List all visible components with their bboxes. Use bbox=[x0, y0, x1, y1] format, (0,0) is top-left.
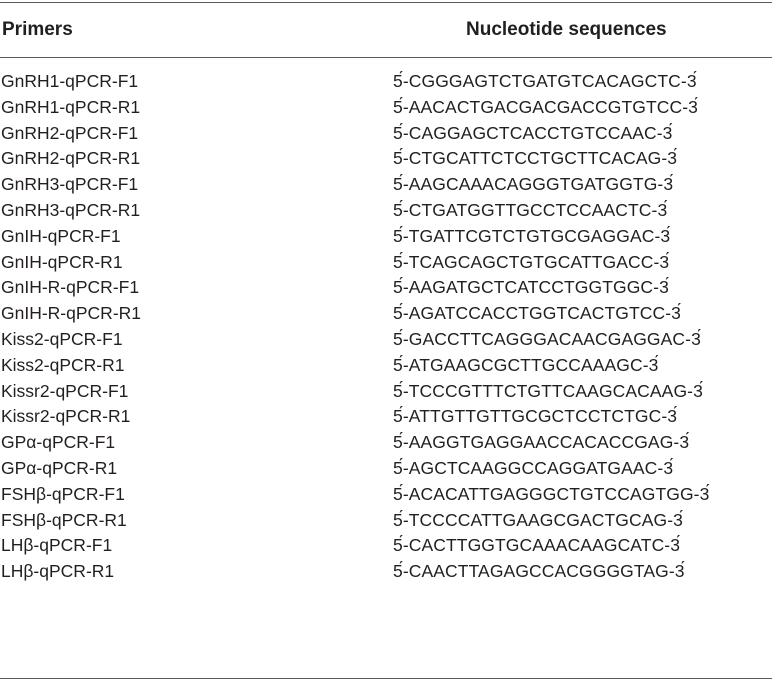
table-row: GnRH2-qPCR-F1 5́-CAGGAGCTCACCTGTCCAAC-3́ bbox=[0, 122, 772, 148]
nucleotide-sequence: 5́-CAGGAGCTCACCTGTCCAAC-3́ bbox=[393, 122, 673, 143]
nucleotide-sequence: 5́-CAACTTAGAGCCACGGGGTAG-3́ bbox=[393, 561, 685, 582]
table-row: GnIH-R-qPCR-F1 5́-AAGATGCTCATCCTGGTGGC-3… bbox=[0, 276, 772, 302]
table-row: GnRH1-qPCR-F1 5́-CGGGAGTCTGATGTCACAGCTC-… bbox=[0, 70, 772, 96]
nucleotide-sequence: 5́-AAGCAAACAGGGTGATGGTG-3́ bbox=[393, 174, 674, 195]
table-row: GnRH1-qPCR-R1 5́-AACACTGACGACGACCGTGTCC-… bbox=[0, 96, 772, 122]
nucleotide-sequence: 5́-ATGAAGCGCTTGCCAAAGC-3́ bbox=[393, 354, 659, 375]
nucleotide-sequence: 5́-AAGGTGAGGAACCACACCGAG-3́ bbox=[393, 432, 690, 453]
primer-name: GnRH2-qPCR-F1 bbox=[1, 122, 139, 143]
primer-name: GnRH1-qPCR-F1 bbox=[1, 71, 139, 91]
table-row: Kissr2-qPCR-R1 5́-ATTGTTGTTGCGCTCCTCTGC-… bbox=[0, 405, 772, 431]
table-row: GnIH-qPCR-F1 5́-TGATTCGTCTGTGCGAGGAC-3́ bbox=[0, 225, 772, 251]
primer-name: GPα-qPCR-R1 bbox=[1, 457, 118, 478]
primer-name: GPα-qPCR-F1 bbox=[1, 432, 116, 453]
table-top-rule bbox=[0, 2, 772, 3]
primer-name: GnIH-qPCR-R1 bbox=[1, 251, 123, 272]
table-row: Kissr2-qPCR-F1 5́-TCCCGTTTCTGTTCAAGCACAA… bbox=[0, 380, 772, 406]
nucleotide-sequence: 5́-CACTTGGTGCAAACAAGCATC-3́ bbox=[393, 535, 681, 556]
primer-name: GnRH3-qPCR-F1 bbox=[1, 174, 139, 195]
nucleotide-sequence: 5́-TGATTCGTCTGTGCGAGGAC-3́ bbox=[393, 225, 671, 246]
table-body: GnRH1-qPCR-F1 5́-CGGGAGTCTGATGTCACAGCTC-… bbox=[0, 70, 772, 586]
table-row: LHβ-qPCR-F1 5́-CACTTGGTGCAAACAAGCATC-3́ bbox=[0, 534, 772, 560]
primer-name: GnRH1-qPCR-R1 bbox=[1, 96, 141, 117]
table-header: Primers Nucleotide sequences bbox=[0, 3, 772, 57]
primer-name: GnIH-qPCR-F1 bbox=[1, 225, 121, 246]
nucleotide-sequence: 5́-AACACTGACGACGACCGTGTCC-3́ bbox=[393, 96, 698, 117]
table-row: GPα-qPCR-F1 5́-AAGGTGAGGAACCACACCGAG-3́ bbox=[0, 431, 772, 457]
table-row: GnRH3-qPCR-R1 5́-CTGATGGTTGCCTCCAACTC-3́ bbox=[0, 199, 772, 225]
table-row: Kiss2-qPCR-R1 5́-ATGAAGCGCTTGCCAAAGC-3́ bbox=[0, 354, 772, 380]
nucleotide-sequence: 5́-ATTGTTGTTGCGCTCCTCTGC-3́ bbox=[393, 406, 678, 427]
table-bottom-rule bbox=[0, 678, 772, 679]
primer-name: FSHβ-qPCR-F1 bbox=[1, 483, 125, 504]
table-row: GnRH3-qPCR-F1 5́-AAGCAAACAGGGTGATGGTG-3́ bbox=[0, 173, 772, 199]
primer-name: GnRH3-qPCR-R1 bbox=[1, 199, 141, 220]
primer-name: LHβ-qPCR-R1 bbox=[1, 561, 115, 582]
table-row: FSHβ-qPCR-R1 5́-TCCCCATTGAAGCGACTGCAG-3́ bbox=[0, 509, 772, 535]
nucleotide-sequence: 5́-CTGCATTCTCCTGCTTCACAG-3́ bbox=[393, 148, 678, 169]
header-nucleotide-sequences: Nucleotide sequences bbox=[466, 19, 667, 40]
table-row: Kiss2-qPCR-F1 5́-GACCTTCAGGGACAACGAGGAC-… bbox=[0, 328, 772, 354]
primer-name: GnIH-R-qPCR-F1 bbox=[1, 277, 140, 298]
table-row: FSHβ-qPCR-F1 5́-ACACATTGAGGGCTGTCCAGTGG-… bbox=[0, 483, 772, 509]
nucleotide-sequence: 5́-ACACATTGAGGGCTGTCCAGTGG-3́ bbox=[393, 483, 710, 504]
primer-name: LHβ-qPCR-F1 bbox=[1, 535, 113, 556]
primer-name: FSHβ-qPCR-R1 bbox=[1, 509, 127, 530]
table-row: GnIH-R-qPCR-R1 5́-AGATCCACCTGGTCACTGTCC-… bbox=[0, 302, 772, 328]
nucleotide-sequence: 5́-TCCCCATTGAAGCGACTGCAG-3́ bbox=[393, 509, 683, 530]
nucleotide-sequence: 5́-GACCTTCAGGGACAACGAGGAC-3́ bbox=[393, 328, 701, 349]
table-row: LHβ-qPCR-R1 5́-CAACTTAGAGCCACGGGGTAG-3́ bbox=[0, 560, 772, 586]
nucleotide-sequence: 5́-TCCCGTTTCTGTTCAAGCACAAG-3́ bbox=[393, 380, 703, 401]
nucleotide-sequence: 5́-AAGATGCTCATCCTGGTGGC-3́ bbox=[393, 277, 669, 298]
nucleotide-sequence: 5́-CGGGAGTCTGATGTCACAGCTC-3́ bbox=[393, 71, 697, 91]
table-row: GnRH2-qPCR-R1 5́-CTGCATTCTCCTGCTTCACAG-3… bbox=[0, 147, 772, 173]
primer-name: GnRH2-qPCR-R1 bbox=[1, 148, 141, 169]
table-row: GPα-qPCR-R1 5́-AGCTCAAGGCCAGGATGAAC-3́ bbox=[0, 457, 772, 483]
primer-name: Kiss2-qPCR-F1 bbox=[1, 328, 123, 349]
table-header-rule bbox=[0, 57, 772, 58]
table-row: GnIH-qPCR-R1 5́-TCAGCAGCTGTGCATTGACC-3́ bbox=[0, 251, 772, 277]
nucleotide-sequence: 5́-CTGATGGTTGCCTCCAACTC-3́ bbox=[393, 199, 668, 220]
nucleotide-sequence: 5́-AGATCCACCTGGTCACTGTCC-3́ bbox=[393, 303, 682, 324]
primer-name: Kissr2-qPCR-F1 bbox=[1, 380, 129, 401]
primer-name: GnIH-R-qPCR-R1 bbox=[1, 303, 142, 324]
nucleotide-sequence: 5́-AGCTCAAGGCCAGGATGAAC-3́ bbox=[393, 457, 674, 478]
header-primers: Primers bbox=[2, 19, 73, 40]
primer-name: Kiss2-qPCR-R1 bbox=[1, 354, 125, 375]
primer-name: Kissr2-qPCR-R1 bbox=[1, 406, 131, 427]
nucleotide-sequence: 5́-TCAGCAGCTGTGCATTGACC-3́ bbox=[393, 251, 670, 272]
